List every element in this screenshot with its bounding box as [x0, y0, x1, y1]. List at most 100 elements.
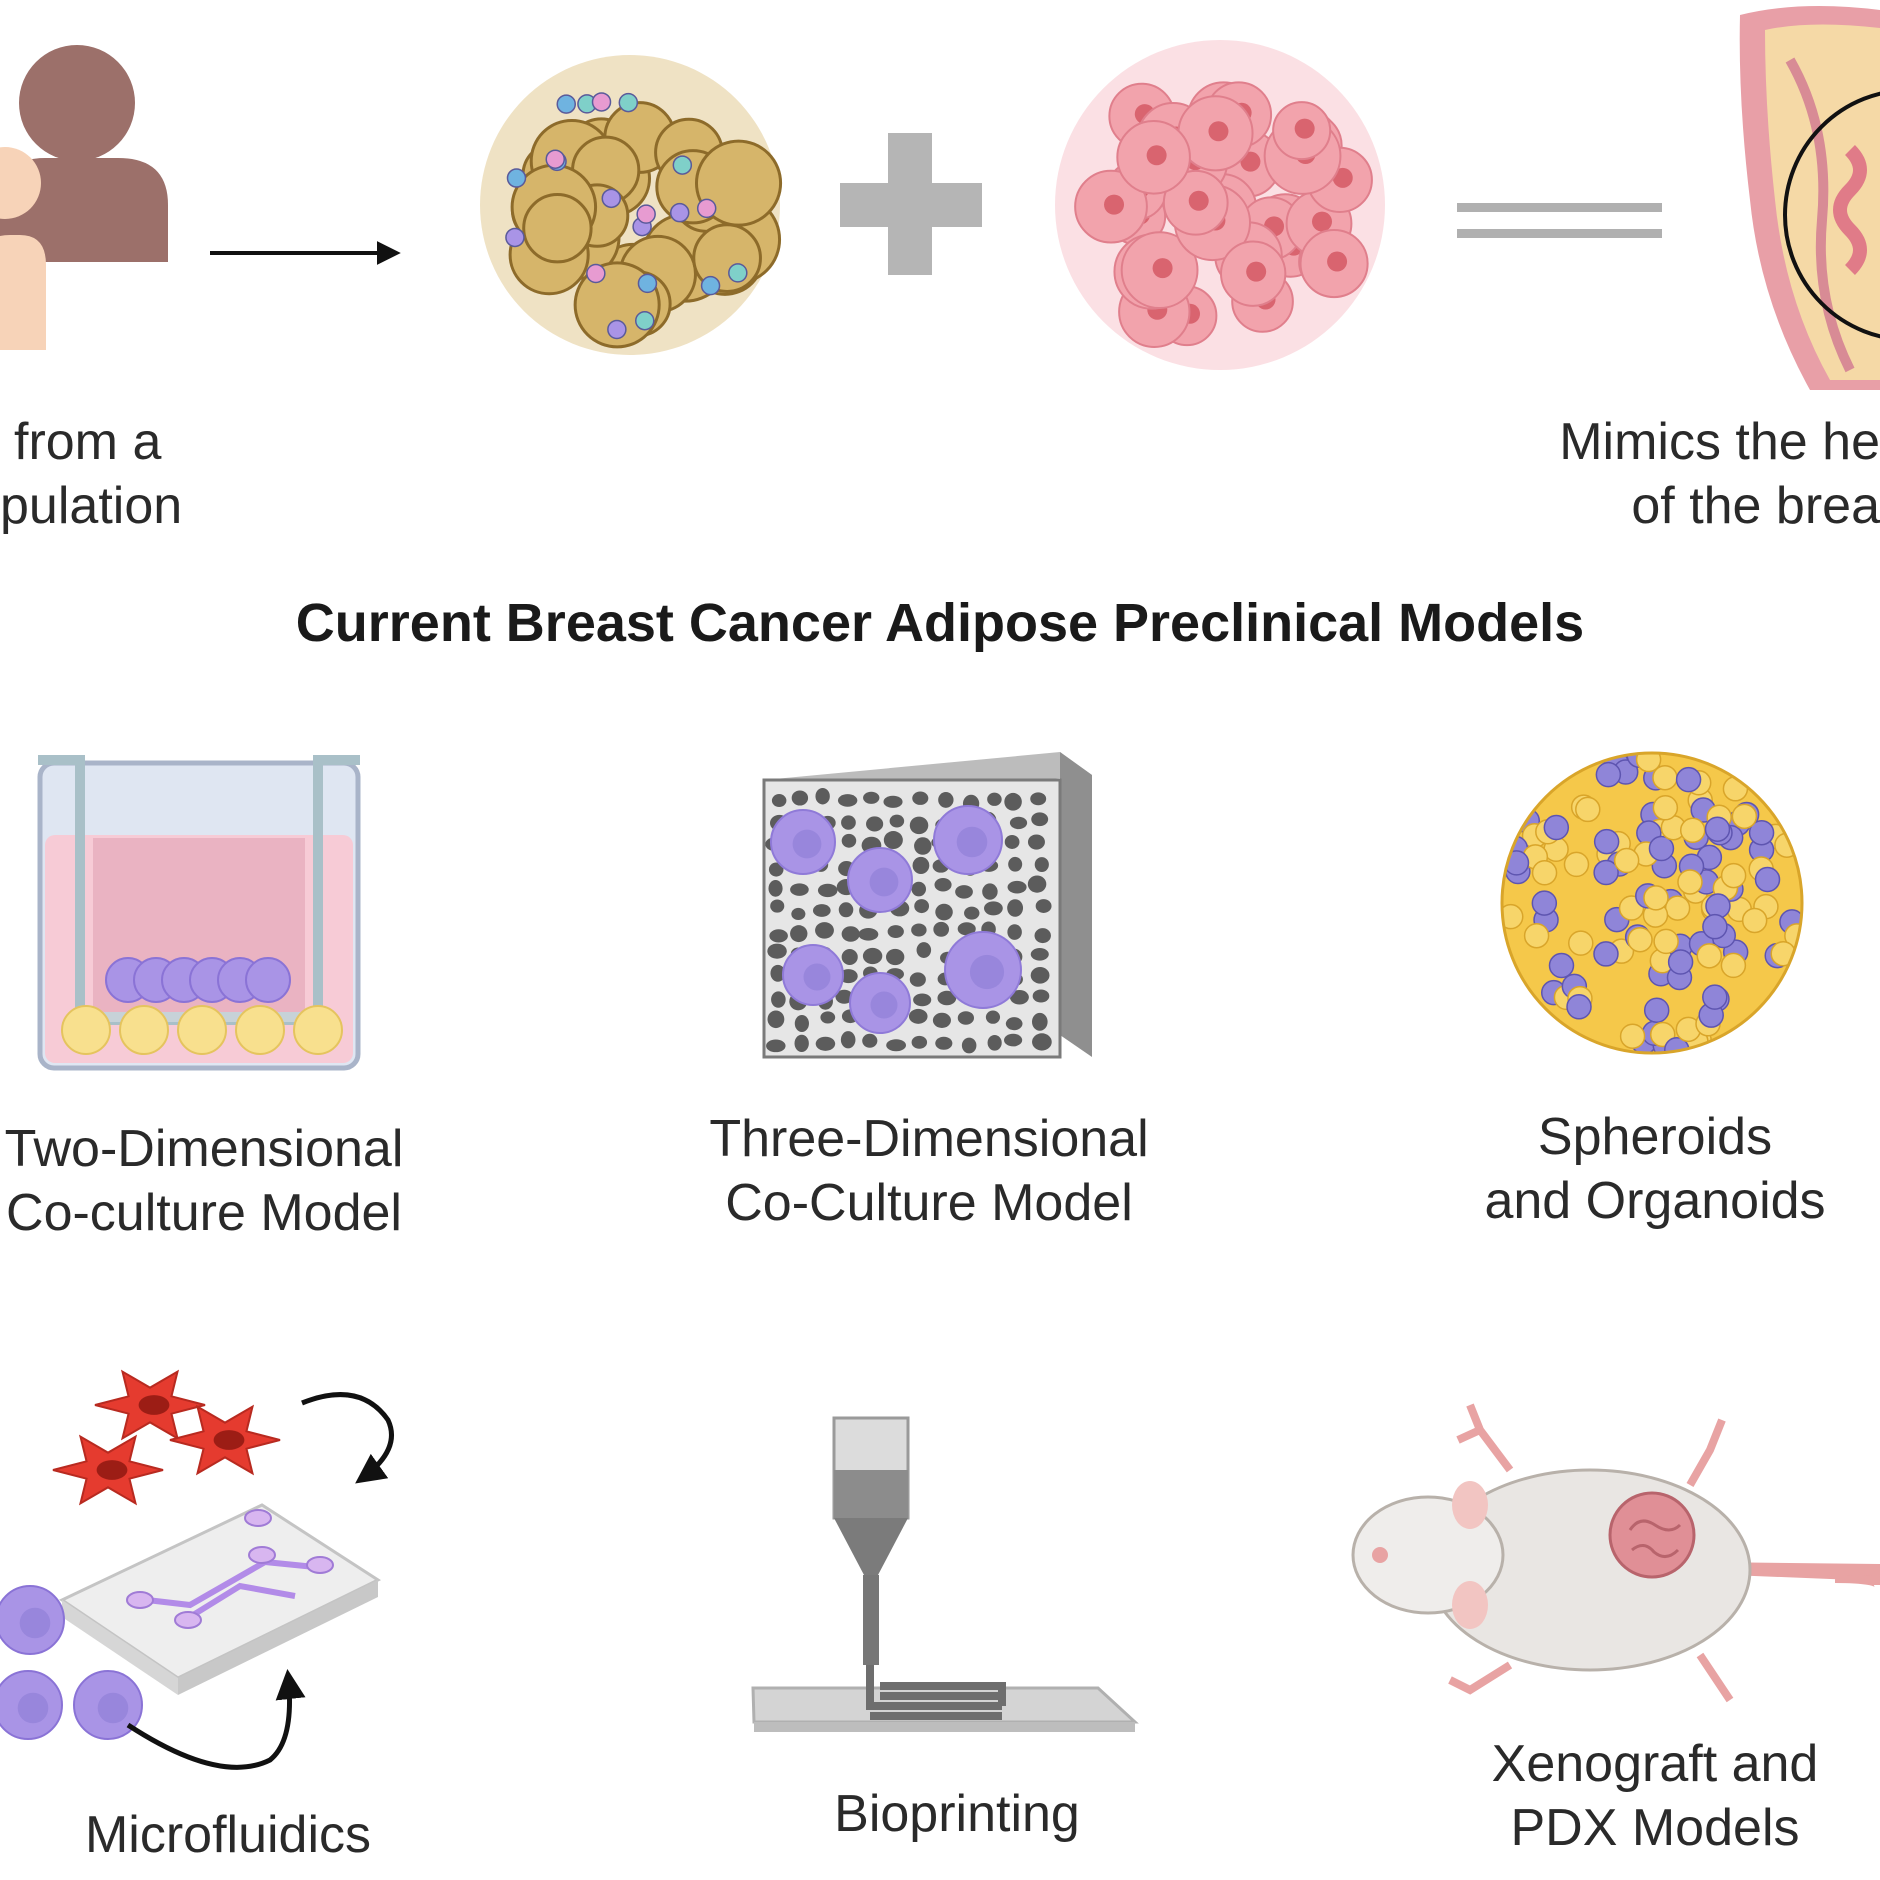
adipose-tissue-icon	[480, 55, 783, 355]
adipocyte	[1722, 776, 1749, 802]
scaffold-pore	[841, 949, 858, 965]
plus-icon	[840, 133, 982, 275]
scaffold-pore	[1034, 928, 1051, 944]
scaffold-pore	[964, 906, 980, 920]
adipocyte	[1575, 796, 1601, 823]
cancer-cell	[1754, 866, 1781, 893]
scaffold-pore	[840, 1031, 856, 1049]
scaffold-pore	[1027, 834, 1045, 850]
scaffold-pore	[1031, 1012, 1048, 1031]
cancer-cell	[1595, 761, 1622, 788]
chip-well	[174, 1611, 202, 1629]
scaffold-pore	[1009, 816, 1028, 830]
chip-well	[126, 1591, 154, 1609]
tumor-nucleus	[1312, 211, 1333, 232]
mouse-icon	[1351, 1403, 1880, 1703]
stromal-cell	[672, 155, 693, 175]
scaffold-pore	[862, 1033, 878, 1048]
adipocyte	[1523, 922, 1550, 949]
scaffold-pore	[1008, 856, 1023, 872]
adipocyte	[522, 193, 593, 264]
label-two-dimensional-line-1: Two-Dimensional	[4, 1120, 404, 1178]
scaffold-pore	[766, 1039, 786, 1053]
cancer-cell	[1648, 835, 1675, 862]
transwell-icon	[37, 755, 361, 1071]
scaffold-pore	[767, 1010, 785, 1029]
tumor-cluster-icon	[1055, 40, 1385, 370]
scaffold-pore	[887, 925, 904, 938]
scaffold-pore	[858, 927, 879, 941]
scaffold-pore	[835, 989, 853, 1004]
right-caption-line-2: of the brea	[1631, 477, 1880, 535]
left-caption: from a pulation	[0, 410, 182, 538]
adipocyte	[177, 1005, 227, 1055]
stromal-cell	[556, 94, 576, 114]
scaffold-pore	[911, 923, 927, 937]
scaffold-pore	[1032, 989, 1050, 1003]
chip-well	[244, 1509, 272, 1527]
stromal-cell	[586, 263, 606, 284]
scaffold-pore	[1031, 812, 1049, 827]
label-spheroids-line-2: and Organoids	[1484, 1172, 1826, 1230]
stromal-cell	[505, 227, 525, 248]
label-three-dimensional-line-1: Three-Dimensional	[709, 1110, 1149, 1168]
tumor-nucleus	[1104, 194, 1125, 215]
adipocyte	[1731, 803, 1758, 830]
adipocyte	[235, 1005, 285, 1055]
scaffold-pore	[984, 901, 1003, 916]
scaffold-pore	[912, 791, 929, 805]
scaffold-icon	[762, 752, 1092, 1059]
scaffold-pore	[817, 883, 838, 898]
cell-nucleus	[956, 826, 988, 858]
cancer-cell	[1643, 997, 1670, 1023]
cancer-cell	[1548, 952, 1575, 979]
scaffold-pore	[791, 907, 806, 921]
cell-nucleus	[96, 1460, 128, 1480]
scaffold-pore	[1007, 899, 1024, 917]
spheroid-icon	[1500, 751, 1804, 1055]
adipocyte	[119, 1005, 169, 1055]
stromal-cell	[607, 319, 627, 340]
scaffold-pore	[866, 816, 884, 832]
scaffold-pore	[1004, 792, 1022, 811]
scaffold-pore	[914, 899, 930, 914]
scaffold-pore	[768, 880, 783, 897]
breast-tissue-icon	[1739, 6, 1880, 390]
scaffold-pore	[1027, 875, 1047, 893]
stromal-cell	[545, 149, 565, 169]
scaffold-pore	[815, 1036, 836, 1051]
tumor-nucleus	[1327, 251, 1348, 272]
scaffold-pore	[909, 816, 929, 835]
scaffold-pore	[911, 881, 927, 897]
adipocyte	[1643, 885, 1669, 911]
adipocyte	[1679, 817, 1706, 844]
stromal-cell	[601, 188, 622, 209]
equals-icon	[1457, 203, 1662, 238]
scaffold-pore	[768, 862, 784, 877]
adipocyte	[61, 1005, 111, 1055]
label-spheroids-line-1: Spheroids	[1537, 1108, 1773, 1166]
scaffold-pore	[770, 899, 785, 913]
cell-nucleus	[869, 867, 899, 897]
cancer-cell	[1704, 816, 1731, 842]
scaffold-pore	[794, 1034, 809, 1053]
scaffold-pore	[862, 947, 883, 965]
bioprinter-icon	[751, 1416, 1139, 1732]
scaffold-pore	[911, 1035, 928, 1049]
scaffold-pore	[837, 794, 858, 807]
label-bioprinting: Bioprinting	[757, 1782, 1157, 1846]
stromal-cell	[700, 275, 721, 296]
figure-title: Current Breast Cancer Adipose Preclinica…	[295, 593, 1585, 653]
cell-nucleus	[17, 1692, 49, 1724]
adipocyte	[1568, 930, 1594, 956]
cancer-cell	[1593, 941, 1619, 967]
scaffold-pore	[987, 792, 1002, 806]
scaffold-pore	[841, 833, 857, 848]
right-caption-line-1: Mimics the he	[1559, 413, 1880, 471]
left-caption-line-2: pulation	[0, 477, 183, 535]
scaffold-pore	[1004, 1033, 1023, 1047]
adipocyte	[1531, 860, 1558, 886]
scaffold-pore	[916, 942, 932, 958]
adipocyte	[1613, 847, 1640, 874]
